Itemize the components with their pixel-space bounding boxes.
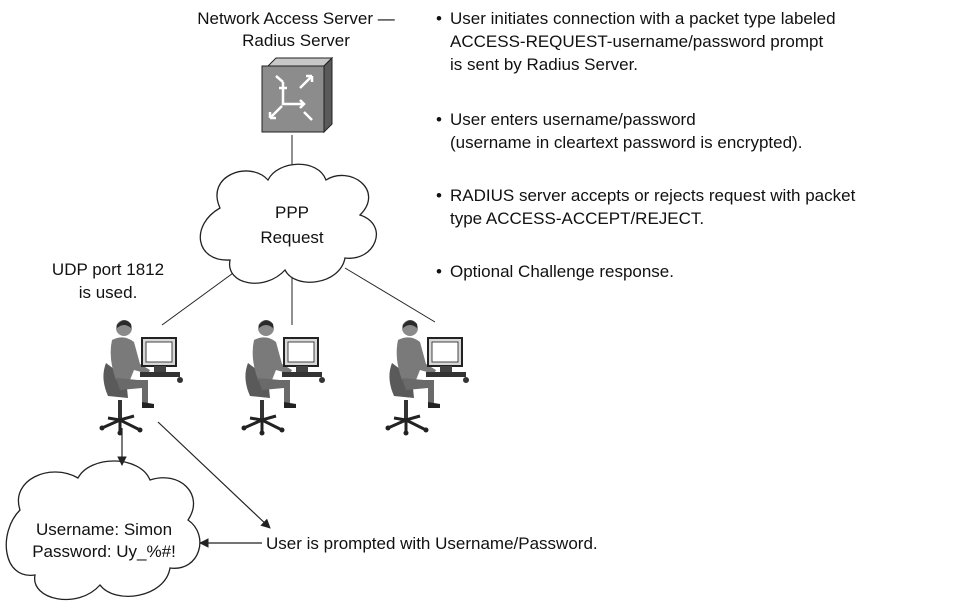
ppp-cloud-line2: Request <box>260 228 324 247</box>
step-4-line-1: Optional Challenge response. <box>450 262 674 281</box>
credentials-cloud <box>5 460 201 601</box>
udp-note-line2: is used. <box>79 283 138 302</box>
step-bullet: • <box>436 186 442 205</box>
step-bullet: • <box>436 110 442 129</box>
steps-list: • User initiates connection with a packe… <box>436 9 856 281</box>
prompt-note: User is prompted with Username/Password. <box>266 534 598 553</box>
ppp-cloud-line1: PPP <box>275 203 309 222</box>
arrow-to-prompt <box>157 421 271 529</box>
user-workstation-icon <box>384 318 471 437</box>
step-bullet: • <box>436 9 442 28</box>
cloud-to-user1-line <box>161 267 241 326</box>
router-icon <box>261 56 334 134</box>
credentials-password: Password: Uy_%#! <box>32 542 176 561</box>
step-3-line-1: RADIUS server accepts or rejects request… <box>450 186 856 205</box>
step-bullet: • <box>436 262 442 281</box>
user-workstation-icon <box>98 318 185 437</box>
cloud-to-user3-line <box>344 267 436 323</box>
step-1-line-2: ACCESS-REQUEST-username/password prompt <box>450 32 823 51</box>
step-1-line-1: User initiates connection with a packet … <box>450 9 836 28</box>
credentials-username: Username: Simon <box>36 520 172 539</box>
step-1-line-3: is sent by Radius Server. <box>450 55 638 74</box>
step-2-line-2: (username in cleartext password is encry… <box>450 133 802 152</box>
user-workstation-icon <box>240 318 327 437</box>
step-2-line-1: User enters username/password <box>450 110 696 129</box>
server-label-line2: Radius Server <box>242 31 350 50</box>
ppp-request-cloud <box>199 163 377 284</box>
server-label-line1: Network Access Server — <box>197 9 394 28</box>
udp-note-line1: UDP port 1812 <box>52 260 164 279</box>
step-3-line-2: type ACCESS-ACCEPT/REJECT. <box>450 209 704 228</box>
